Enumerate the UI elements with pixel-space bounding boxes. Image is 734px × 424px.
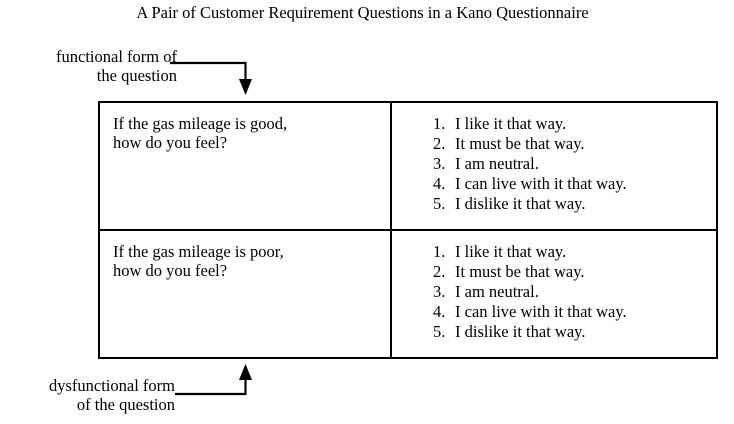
- list-item[interactable]: 5. I dislike it that way.: [392, 322, 716, 342]
- list-item[interactable]: 2. It must be that way.: [392, 262, 716, 282]
- list-item[interactable]: 3. I am neutral.: [392, 282, 716, 302]
- answers-cell-dysfunctional: 1. I like it that way. 2. It must be that …: [390, 229, 718, 359]
- list-item[interactable]: 2. It must be that way.: [392, 134, 716, 154]
- answer-text: I can live with it that way.: [455, 174, 627, 193]
- answer-number: 5.: [433, 322, 446, 341]
- answer-number: 2.: [433, 262, 446, 281]
- answer-text: I am neutral.: [455, 282, 539, 301]
- question-line-1: If the gas mileage is poor,: [113, 242, 284, 261]
- answer-list: 1. I like it that way. 2. It must be that …: [392, 231, 716, 342]
- answer-text: I dislike it that way.: [455, 322, 586, 341]
- list-item[interactable]: 1. I like it that way.: [392, 114, 716, 134]
- page-title: A Pair of Customer Requirement Questions…: [136, 3, 589, 22]
- kano-question-table: If the gas mileage is good, how do you f…: [98, 101, 718, 359]
- leader-line-dysfunctional: [175, 364, 252, 396]
- answer-text: It must be that way.: [455, 134, 585, 153]
- answer-number: 1.: [433, 114, 446, 133]
- callout-functional-line-1: functional form of: [56, 47, 177, 66]
- answer-number: 4.: [433, 174, 446, 193]
- table-row: If the gas mileage is poor, how do you f…: [98, 229, 718, 359]
- answer-list: 1. I like it that way. 2. It must be that …: [392, 103, 716, 214]
- question-line-2: how do you feel?: [113, 261, 228, 280]
- list-item[interactable]: 5. I dislike it that way.: [392, 194, 716, 214]
- callout-functional-line-2: the question: [96, 66, 177, 85]
- table-row: If the gas mileage is good, how do you f…: [98, 101, 718, 231]
- question-cell-dysfunctional: If the gas mileage is poor, how do you f…: [98, 229, 392, 359]
- list-item[interactable]: 4. I can live with it that way.: [392, 174, 716, 194]
- leader-line-functional: [170, 61, 252, 95]
- callout-dysfunctional-line-2: of the question: [76, 395, 175, 414]
- list-item[interactable]: 3. I am neutral.: [392, 154, 716, 174]
- answer-text: I like it that way.: [455, 242, 567, 261]
- answer-text: I like it that way.: [455, 114, 567, 133]
- answer-number: 1.: [433, 242, 446, 261]
- answer-number: 2.: [433, 134, 446, 153]
- table-body: If the gas mileage is good, how do you f…: [98, 101, 718, 359]
- answer-number: 3.: [433, 282, 446, 301]
- arrow-head-up-icon: [239, 364, 252, 380]
- answer-text: I am neutral.: [455, 154, 539, 173]
- question-cell-functional: If the gas mileage is good, how do you f…: [98, 101, 392, 231]
- answer-number: 5.: [433, 194, 446, 213]
- answer-text: It must be that way.: [455, 262, 585, 281]
- answers-cell-functional: 1. I like it that way. 2. It must be that …: [390, 101, 718, 231]
- callout-dysfunctional-line-1: dysfunctional form: [48, 376, 175, 395]
- question-line-1: If the gas mileage is good,: [113, 114, 288, 133]
- question-text: If the gas mileage is poor, how do you f…: [100, 231, 390, 280]
- list-item[interactable]: 1. I like it that way.: [392, 242, 716, 262]
- answer-number: 3.: [433, 154, 446, 173]
- answer-number: 4.: [433, 302, 446, 321]
- answer-text: I dislike it that way.: [455, 194, 586, 213]
- question-text: If the gas mileage is good, how do you f…: [100, 103, 390, 152]
- answer-text: I can live with it that way.: [455, 302, 627, 321]
- callout-label-functional: functional form of the question: [7, 47, 177, 85]
- arrow-head-down-icon: [239, 79, 252, 95]
- callout-label-dysfunctional: dysfunctional form of the question: [3, 376, 175, 414]
- question-line-2: how do you feel?: [113, 133, 228, 152]
- list-item[interactable]: 4. I can live with it that way.: [392, 302, 716, 322]
